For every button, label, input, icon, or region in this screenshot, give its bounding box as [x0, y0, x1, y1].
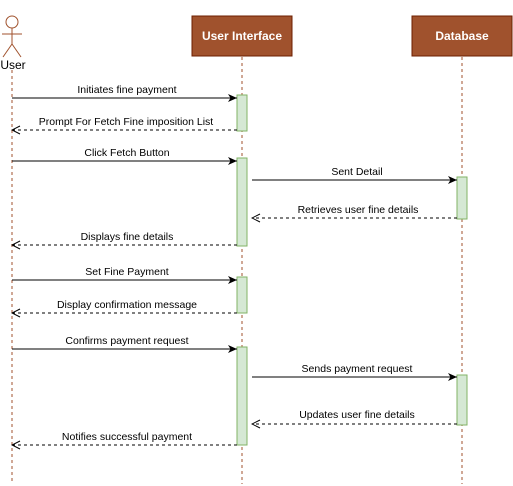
message-1-label: Initiates fine payment: [77, 84, 176, 96]
user-interface-box: [191, 15, 293, 57]
message-4: Sent Detail: [252, 166, 457, 184]
user-actor-icon: [2, 15, 22, 58]
user-actor-label: User: [0, 58, 25, 72]
message-7: Set Fine Payment: [12, 266, 237, 284]
message-3: Click Fetch Button: [12, 147, 237, 165]
message-10: Sends payment request: [252, 363, 457, 381]
ui-activation-1: [236, 94, 248, 132]
db-activation-1: [456, 176, 468, 220]
message-1: Initiates fine payment: [12, 84, 237, 102]
message-12-label: Notifies successful payment: [62, 431, 192, 443]
message-3-label: Click Fetch Button: [84, 147, 169, 159]
message-8-label: Display confirmation message: [57, 299, 197, 311]
message-11-label: Updates user fine details: [299, 409, 415, 421]
message-2: Prompt For Fetch Fine imposition List: [12, 116, 237, 130]
message-10-label: Sends payment request: [302, 363, 413, 375]
message-9-label: Confirms payment request: [65, 335, 188, 347]
ui-activation-2: [236, 157, 248, 247]
message-6-label: Displays fine details: [81, 231, 174, 243]
message-6: Displays fine details: [12, 231, 237, 245]
database-label: Database: [435, 29, 489, 43]
db-activation-2: [456, 374, 468, 426]
message-12: Notifies successful payment: [12, 431, 237, 445]
message-11: Updates user fine details: [252, 409, 457, 424]
ui-activation-4: [236, 346, 248, 446]
message-8: Display confirmation message: [12, 299, 237, 313]
message-7-label: Set Fine Payment: [85, 266, 169, 278]
message-5: Retrieves user fine details: [252, 204, 457, 218]
database-box: [411, 15, 513, 57]
message-2-label: Prompt For Fetch Fine imposition List: [39, 116, 214, 128]
message-5-label: Retrieves user fine details: [298, 204, 419, 216]
user-interface-label: User Interface: [202, 29, 282, 43]
ui-activation-3: [236, 276, 248, 314]
message-4-label: Sent Detail: [331, 166, 382, 178]
message-9: Confirms payment request: [12, 335, 237, 353]
